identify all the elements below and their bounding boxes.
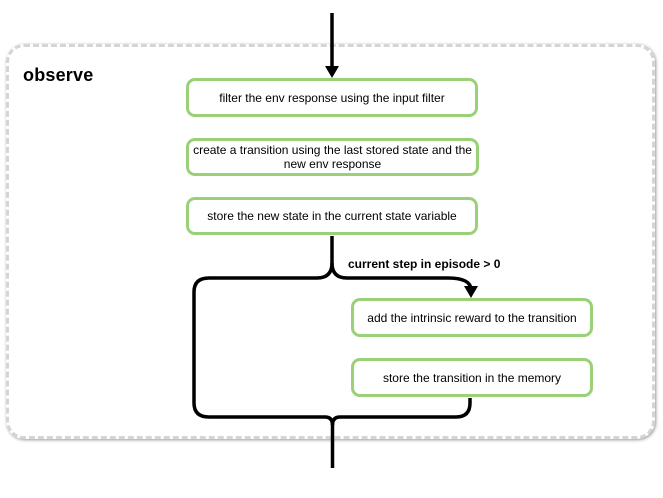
step-box-filter-env-response: filter the env response using the input … (186, 78, 478, 117)
condition-label: current step in episode > 0 (348, 257, 501, 271)
step-box-store-new-state: store the new state in the current state… (186, 197, 478, 235)
step-box-create-transition: create a transition using the last store… (186, 138, 479, 176)
step-box-add-intrinsic-reward: add the intrinsic reward to the transiti… (351, 298, 593, 337)
step-box-store-transition: store the transition in the memory (351, 358, 593, 397)
group-title: observe (23, 65, 94, 85)
